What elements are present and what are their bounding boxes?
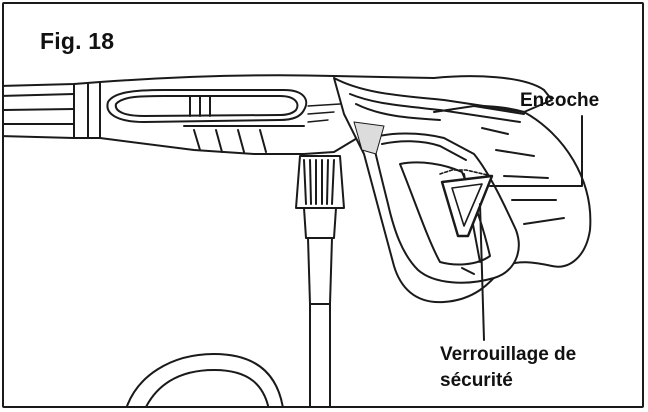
notch-label: Encoche [520, 90, 600, 111]
spray-gun-illustration [4, 74, 592, 406]
figure-frame: Fig. 18 Encoche Verrouillage de sécurité [2, 2, 644, 408]
lance-extension [4, 81, 101, 139]
hose-connector [295, 155, 345, 305]
safety-lock-label-line1: Verrouillage de [440, 344, 577, 365]
notch-callout: Encoche [520, 88, 599, 114]
figure-title: Fig. 18 [40, 28, 115, 54]
safety-lock [439, 169, 494, 238]
safety-lock-callout: Verrouillage de sécurité [440, 342, 576, 394]
notch-leader-line [489, 115, 583, 187]
leader-lines [479, 115, 583, 341]
hose [126, 303, 331, 406]
lock-leader-line [479, 203, 485, 341]
safety-lock-label-line2: sécurité [440, 370, 513, 391]
